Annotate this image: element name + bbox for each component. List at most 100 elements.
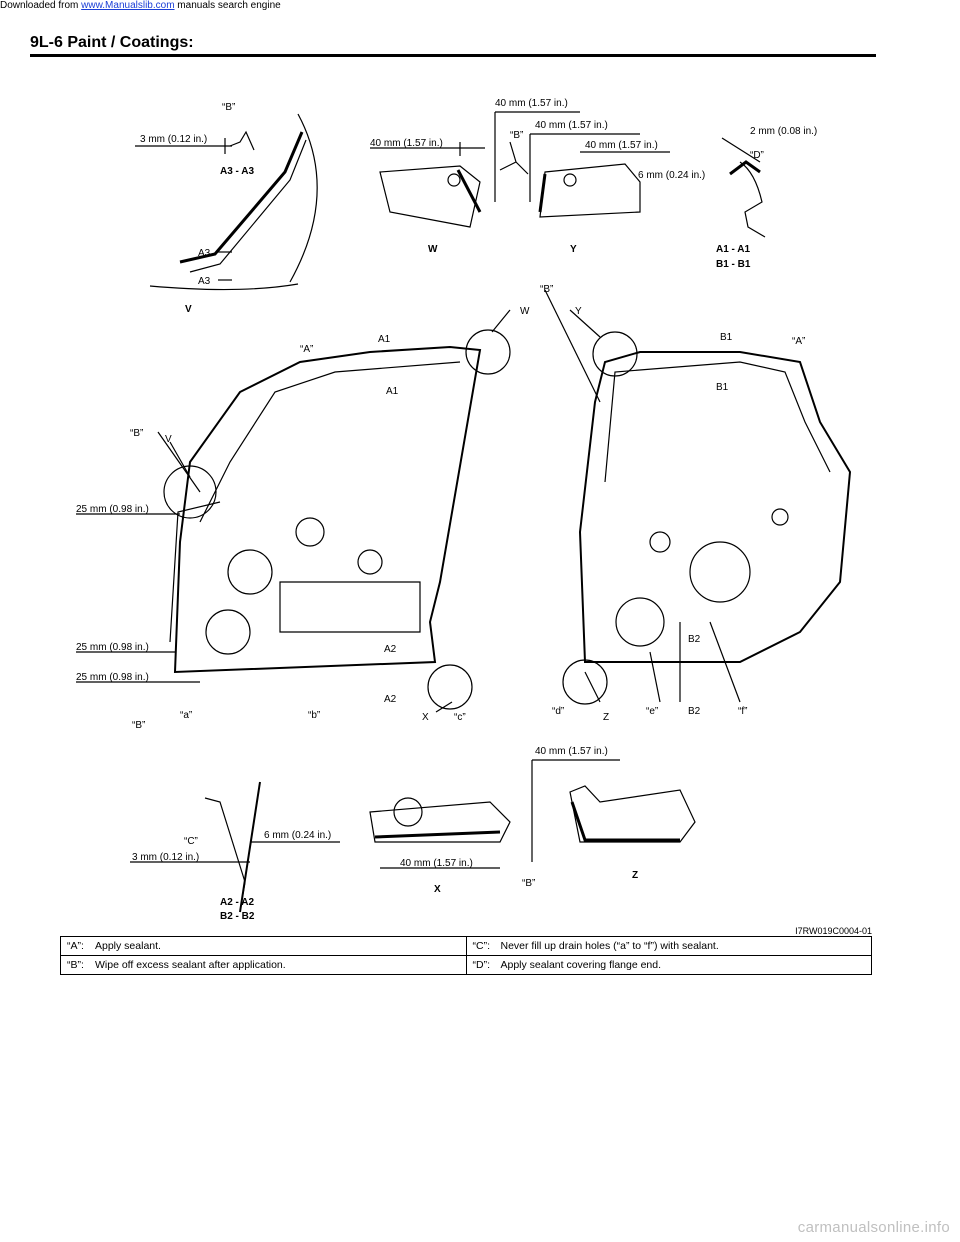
dim-3mm-a2: 3 mm (0.12 in.) xyxy=(132,852,199,863)
detail-x-panel xyxy=(369,801,511,843)
dim-40mm-x-upper: 40 mm (1.57 in.) xyxy=(535,746,608,757)
door-sealant-figure: “B” 3 mm (0.12 in.) A3 - A3 A3 A3 V 40 m… xyxy=(40,62,880,932)
door-sealant-drawing: “B” 3 mm (0.12 in.) A3 - A3 A3 A3 V 40 m… xyxy=(76,98,852,922)
detail-a1-panel xyxy=(739,161,766,238)
front-door-window-frame xyxy=(199,361,461,523)
section-b1-b1: B1 - B1 xyxy=(716,259,751,270)
label-a1-lower: A1 xyxy=(386,386,399,397)
note-text: Never fill up drain holes (“a” to “f”) w… xyxy=(500,940,719,952)
label-b-y: “B” xyxy=(510,130,523,141)
label-z-detail: Z xyxy=(632,870,638,881)
label-drain-c: “c” xyxy=(454,712,466,723)
label-a2-upper: A2 xyxy=(384,644,397,655)
label-w-detail: W xyxy=(428,244,438,255)
label-b1-upper: B1 xyxy=(720,332,733,343)
front-door-detail-v-circle xyxy=(163,465,217,519)
note-key: “D”: xyxy=(472,959,491,971)
rear-door-outline xyxy=(578,351,852,663)
dim-2mm-a1: 2 mm (0.08 in.) xyxy=(750,126,817,137)
dim-40mm-w: 40 mm (1.57 in.) xyxy=(370,138,443,149)
legend-cell: “D”: Apply sealant covering flange end. xyxy=(465,955,872,975)
label-a-rear: “A” xyxy=(792,336,805,347)
label-x-detail: X xyxy=(434,884,441,895)
label-b-rear: “B” xyxy=(540,284,553,295)
dim-25mm-upper: 25 mm (0.98 in.) xyxy=(76,504,149,515)
legend-cell: “B”: Wipe off excess sealant after applic… xyxy=(60,955,467,975)
footer-watermark: carmanualsonline.info xyxy=(797,1219,950,1236)
front-door-outline xyxy=(173,345,482,674)
label-a1-upper: A1 xyxy=(378,334,391,345)
label-a2-lower: A2 xyxy=(384,694,397,705)
detail-v-circle-arc xyxy=(289,113,318,283)
note-text: Apply sealant. xyxy=(95,940,161,952)
note-key: “C”: xyxy=(472,940,491,952)
figure-id: I7RW019C0004-01 xyxy=(795,926,872,936)
rear-door-detail-y-circle xyxy=(592,331,638,377)
dim-40mm-x: 40 mm (1.57 in.) xyxy=(400,858,473,869)
dim-40mm-y-upper: 40 mm (1.57 in.) xyxy=(535,120,608,131)
detail-y-panel xyxy=(539,163,641,218)
section-a3-a3: A3 - A3 xyxy=(220,166,255,177)
note-key: “A”: xyxy=(67,940,84,952)
note-text: Apply sealant covering flange end. xyxy=(500,959,662,971)
label-b2-lower: B2 xyxy=(688,706,701,717)
label-drain-a: “a” xyxy=(180,710,192,721)
header-rule xyxy=(30,54,876,57)
dim-6mm-a2: 6 mm (0.24 in.) xyxy=(264,830,331,841)
note-text: Wipe off excess sealant after applicatio… xyxy=(95,959,286,971)
label-v-detail: V xyxy=(185,304,192,315)
label-d-a1: “D” xyxy=(750,150,764,161)
label-c-a2: “C” xyxy=(184,836,198,847)
label-x-ref: X xyxy=(422,712,429,723)
legend-cell: “C”: Never fill up drain holes (“a” to “f… xyxy=(465,936,872,956)
dim-40mm-y: 40 mm (1.57 in.) xyxy=(585,140,658,151)
label-a3-upper: A3 xyxy=(198,248,211,259)
section-b2-b2: B2 - B2 xyxy=(220,911,255,922)
label-a-front: “A” xyxy=(300,344,313,355)
rear-door-detail-z-circle xyxy=(562,659,608,705)
banner-suffix: manuals search engine xyxy=(174,0,281,11)
detail-v-panel xyxy=(179,131,304,264)
label-b2-upper: B2 xyxy=(688,634,701,645)
label-b1-lower: B1 xyxy=(716,382,729,393)
label-b-v: “B” xyxy=(222,102,235,113)
label-w-ref: W xyxy=(520,306,530,317)
label-z-ref: Z xyxy=(603,712,609,723)
rear-door-window-frame xyxy=(604,361,831,483)
dim-3mm-v: 3 mm (0.12 in.) xyxy=(140,134,207,145)
page-title: 9L-6 Paint / Coatings: xyxy=(30,34,194,51)
label-b-bottom: “B” xyxy=(132,720,145,731)
section-a2-a2: A2 - A2 xyxy=(220,897,255,908)
dim-6mm-a1: 6 mm (0.24 in.) xyxy=(638,170,705,181)
detail-a2-panel xyxy=(204,797,246,913)
label-drain-f: “f” xyxy=(738,706,747,717)
detail-w-panel xyxy=(379,165,481,228)
page-header: 9L-6 Paint / Coatings: xyxy=(18,6,876,57)
front-door-detail-x-circle xyxy=(427,664,473,710)
download-banner: Downloaded from www.Manualslib.com manua… xyxy=(0,0,281,11)
detail-z-panel xyxy=(569,785,696,843)
label-drain-e: “e” xyxy=(646,706,658,717)
front-door-edge xyxy=(169,501,221,643)
label-drain-b: “b” xyxy=(308,710,320,721)
label-drain-d: “d” xyxy=(552,706,564,717)
legend-table: “A”: Apply sealant. “C”: Never fill up dra… xyxy=(60,936,872,975)
section-a1-a1: A1 - A1 xyxy=(716,244,751,255)
label-v-ref: V xyxy=(165,434,172,445)
detail-v-circle-arc-bottom xyxy=(149,283,299,291)
manualslib-link[interactable]: www.Manualslib.com xyxy=(81,0,175,11)
legend-cell: “A”: Apply sealant. xyxy=(60,936,467,956)
front-door-detail-w-circle xyxy=(465,329,511,375)
note-key: “B”: xyxy=(67,959,84,971)
legend-row: “A”: Apply sealant. “C”: Never fill up dra… xyxy=(60,936,872,956)
banner-prefix: Downloaded from xyxy=(0,0,82,11)
dim-25mm-lower: 25 mm (0.98 in.) xyxy=(76,672,149,683)
dim-25mm-middle: 25 mm (0.98 in.) xyxy=(76,642,149,653)
dim-40mm-top: 40 mm (1.57 in.) xyxy=(495,98,568,109)
detail-v-flange xyxy=(229,130,255,151)
detail-v-panel-inner xyxy=(189,139,307,273)
label-b-front: “B” xyxy=(130,428,143,439)
legend-row: “B”: Wipe off excess sealant after applic… xyxy=(60,955,872,975)
label-y-detail: Y xyxy=(570,244,577,255)
label-y-ref: Y xyxy=(575,306,582,317)
